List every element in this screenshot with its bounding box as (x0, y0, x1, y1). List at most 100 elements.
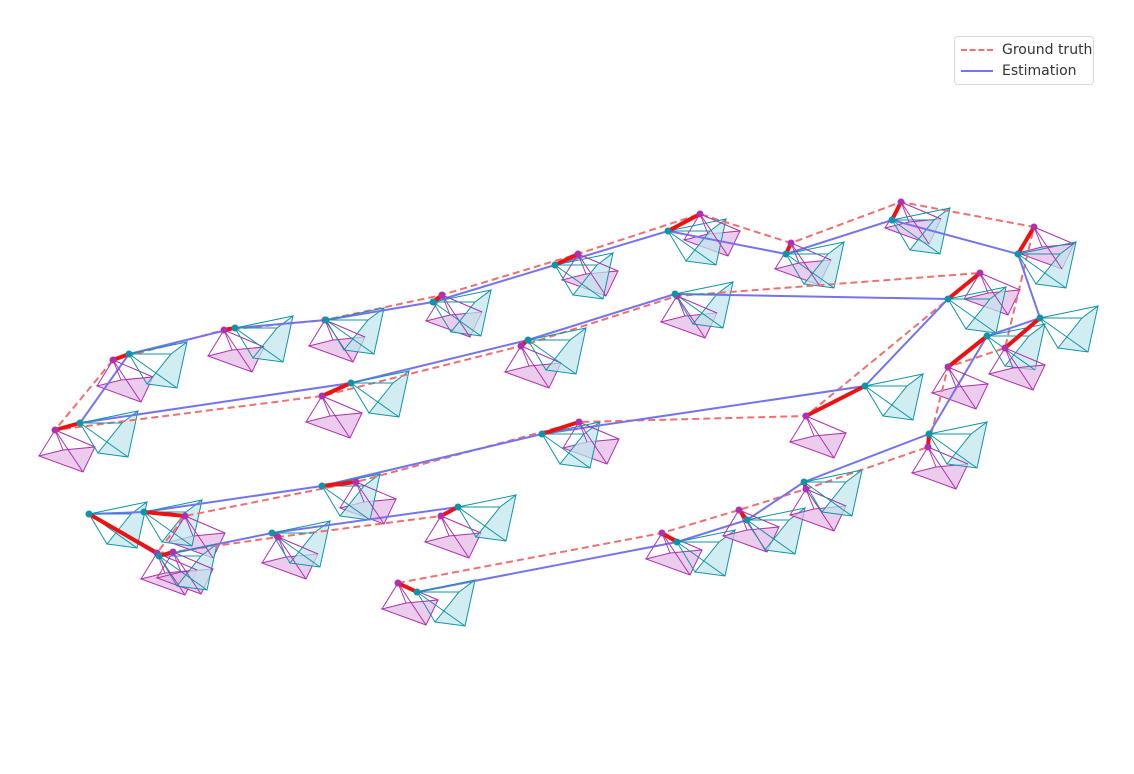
est-frustum-edge-16-3 (79, 422, 99, 454)
gt-camera-center-24 (181, 512, 189, 520)
est-frustum-edge-19-2 (674, 293, 724, 329)
gt-frustum-edge-11-2 (577, 253, 619, 272)
error-segment-6 (1003, 316, 1042, 350)
est-frustum-edge-13-3 (325, 319, 345, 351)
gt-frustum-edge-25-0 (140, 552, 158, 580)
error-segment-21 (804, 384, 867, 418)
est-camera-center-27 (268, 529, 276, 537)
est-camera-center-15 (125, 350, 133, 358)
est-camera-center-14 (231, 324, 239, 332)
gt-frustum-edge-27-2 (277, 536, 319, 555)
est-frustum-edge-6-2 (1039, 317, 1089, 353)
gt-camera-center-1 (658, 529, 666, 537)
gt-frustum-edge-24-2 (184, 515, 226, 534)
legend-entry-estimation: Estimation (961, 61, 1077, 81)
gt-frustum-edge-18-3 (520, 345, 550, 389)
gt-frustum-edge-24-0 (168, 515, 186, 543)
error-segment-5 (946, 334, 989, 369)
gt-frustum-edge-26-3 (172, 551, 202, 595)
gt-camera-center-3 (802, 485, 810, 493)
est-frustum-edge-11-3 (554, 264, 574, 296)
error-segments (53, 200, 1042, 594)
est-frustum-edge-2-2 (746, 519, 796, 555)
est-frustum-edge-4-3 (928, 433, 948, 465)
gt-frustum-face-16 (37, 446, 96, 473)
gt-frustum-edge-4-3 (927, 446, 957, 490)
est-frustum-edge-28-1 (457, 494, 517, 508)
gt-camera-center-11 (574, 250, 582, 258)
gt-frustum-edge-2-0 (722, 509, 740, 537)
gt-frustum-edge-15-1 (112, 359, 122, 381)
gt-frustum-edge-11-3 (577, 253, 607, 297)
gt-frustum-edge-19-3 (676, 295, 706, 339)
gt-camera-center-4 (924, 443, 932, 451)
gt-frustum-edge-19-2 (676, 295, 718, 314)
error-segment-16 (53, 421, 82, 432)
gt-camera-center-0 (394, 579, 402, 587)
gt-frustum-face-14 (206, 346, 265, 373)
gt-frustum-edge-28-1 (440, 515, 450, 537)
gt-frustum-edge-2-2 (738, 509, 780, 528)
gt-frustum-edge-10-3 (699, 213, 729, 257)
est-frustum-edge-8-3 (891, 219, 911, 251)
gt-frustum-edge-17-0 (305, 395, 323, 423)
est-camera-center-8 (888, 216, 896, 224)
gt-frustum-edge-8-1 (900, 201, 910, 223)
est-frustum-edge-19-1 (674, 281, 734, 295)
est-frustum-edge-20-2 (947, 298, 997, 334)
legend: Ground truth Estimation (954, 36, 1094, 85)
gt-frustum-edge-21-2 (805, 415, 847, 434)
gt-frustum-edge-6-3 (1004, 347, 1034, 391)
error-segment-17 (320, 381, 353, 398)
gt-frustum-edge-26-2 (172, 551, 214, 570)
gt-frustum-edge-5-1 (947, 366, 957, 388)
est-camera-center-4 (925, 430, 933, 438)
gt-frustum-edge-22-1 (578, 421, 588, 443)
est-frustum-edge-21-2 (864, 385, 914, 421)
est-camera-center-3 (800, 478, 808, 486)
gt-camera-center-12 (438, 291, 446, 299)
error-segment-23 (320, 480, 358, 488)
est-frustum-edge-5-1 (986, 323, 1046, 337)
est-frustum-edge-15-3 (128, 353, 148, 385)
gt-frustum-edge-24-3 (184, 515, 214, 559)
gt-frustum-edge-10-0 (683, 213, 701, 241)
est-frustum-edge-16-1 (79, 410, 139, 424)
est-frustum-edge-4-1 (928, 421, 988, 435)
est-frustum-edge-17-1 (350, 370, 410, 384)
gt-frustum-edge-23-1 (355, 481, 365, 503)
gt-camera-center-17 (318, 392, 326, 400)
gt-frustum-edge-7-2 (1033, 226, 1075, 245)
est-frustum-edge-8-2 (891, 219, 941, 255)
est-frustum-edge-23-2 (321, 485, 371, 521)
est-camera-center-1 (673, 538, 681, 546)
gt-frustum-edge-4-0 (911, 446, 929, 474)
gt-frustum-edge-21-3 (805, 415, 835, 459)
est-frustum-edge-10-3 (667, 230, 687, 262)
est-camera-center-28 (454, 503, 462, 511)
gt-frustum-face-17 (304, 412, 363, 439)
est-frustum-edge-24-1 (143, 499, 203, 513)
gt-frustum-face-28 (423, 532, 482, 559)
gt-camera-center-8 (897, 198, 905, 206)
est-camera-center-16 (76, 419, 84, 427)
est-frustum-edge-13-1 (325, 307, 385, 321)
error-segment-20 (946, 271, 982, 301)
gt-frustum-edge-1-1 (661, 532, 671, 554)
est-frustum-edge-6-3 (1039, 317, 1059, 349)
est-camera-center-5 (983, 332, 991, 340)
est-frustum-edge-18-1 (527, 327, 587, 341)
est-camera-center-12 (429, 298, 437, 306)
gt-frustum-edge-9-1 (790, 242, 800, 264)
est-camera-center-21 (861, 382, 869, 390)
gt-frustum-edge-20-1 (979, 272, 989, 294)
est-frustum-edge-25-1 (88, 501, 148, 515)
gt-frustum-edge-12-2 (441, 294, 483, 313)
gt-frustum-edge-0-1 (397, 582, 407, 604)
est-camera-center-6 (1036, 314, 1044, 322)
gt-camera-center-9 (787, 239, 795, 247)
est-camera-center-26 (155, 552, 163, 560)
est-frustum-edge-7-1 (1017, 241, 1077, 255)
est-frustum-edge-11-2 (554, 264, 604, 300)
